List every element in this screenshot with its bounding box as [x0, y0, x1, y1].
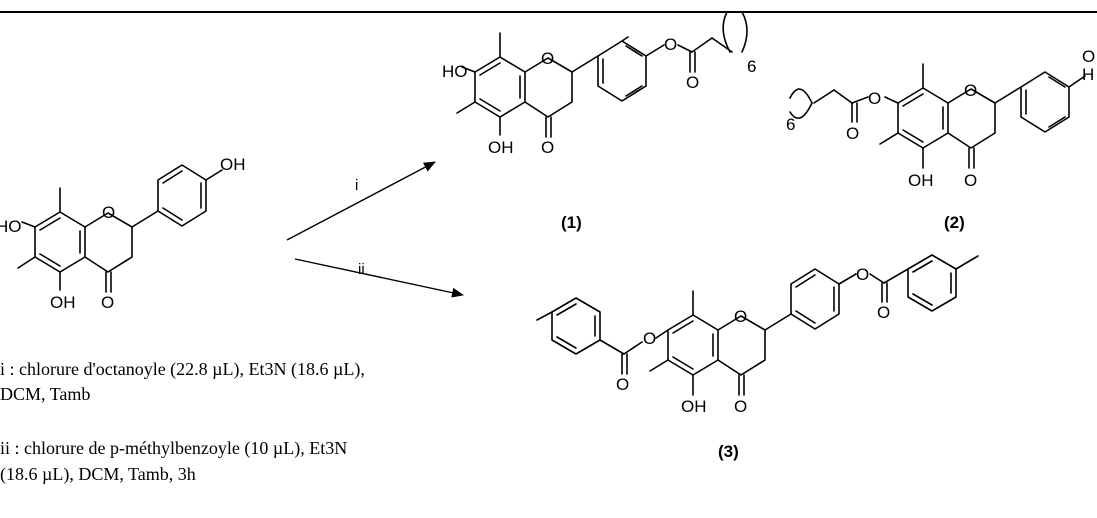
- conditions-ii-line2: (18.6 µL), DCM, Tamb, 3h: [0, 464, 196, 485]
- c1-chain-repeat-label: 6: [747, 57, 756, 76]
- c2-ring-o-label: O: [964, 81, 977, 100]
- starting-material-structure: [17, 164, 223, 293]
- c2-oh-label: OH: [908, 171, 934, 190]
- c1-ring-o-label: O: [541, 49, 554, 68]
- sm-carbonyl-o-label: O: [101, 293, 114, 312]
- c2-chain-repeat-label: 6: [786, 115, 795, 134]
- c1-ho-label: HO: [442, 62, 468, 81]
- c2-ester-carbonyl-o-label: O: [846, 124, 859, 143]
- arrow-ii-label: ii: [358, 261, 365, 278]
- c2-phenol-o-label: O: [1082, 47, 1095, 66]
- sm-oh-phenol-label: OH: [220, 155, 246, 174]
- sm-oh-bottom-label: OH: [50, 293, 76, 312]
- conditions-i-line2: DCM, Tamb: [0, 384, 90, 404]
- c3-carbonyl-o-label: O: [734, 397, 747, 416]
- compound-2-label: (2): [944, 213, 965, 232]
- compound-2-structure: [789, 63, 1086, 169]
- c3-left-carbonyl-o-label: O: [616, 375, 629, 394]
- compound-1-label: (1): [561, 213, 582, 232]
- c2-phenol-h-label: H: [1082, 65, 1094, 84]
- c1-carbonyl-o-label: O: [541, 138, 554, 157]
- c1-ester-carbonyl-o-label: O: [686, 73, 699, 92]
- sm-ho-label: HO: [0, 217, 22, 236]
- arrow-ii: [294, 258, 464, 298]
- c3-left-ester-o-label: O: [643, 329, 656, 348]
- c3-oh-label: OH: [681, 397, 707, 416]
- c1-oh-label: OH: [488, 138, 514, 157]
- arrow-i-label: i: [355, 177, 358, 194]
- compound-3-structure: [536, 254, 979, 396]
- c2-carbonyl-o-label: O: [964, 171, 977, 190]
- c2-ester-o-label: O: [868, 89, 881, 108]
- c3-ring-o-label: O: [734, 307, 747, 326]
- c3-right-ester-o-label: O: [856, 265, 869, 284]
- c3-right-carbonyl-o-label: O: [877, 303, 890, 322]
- arrow-i: [286, 161, 436, 241]
- sm-ring-o-label: O: [102, 203, 115, 222]
- compound-3-label: (3): [718, 442, 739, 461]
- conditions-ii-line1: ii : chlorure de p-méthylbenzoyle (10 µL…: [0, 438, 347, 459]
- conditions-i-line1: i : chlorure d'octanoyle (22.8 µL), Et3N…: [0, 359, 365, 380]
- compound-1-structure: [456, 11, 748, 138]
- c1-ester-o-label: O: [664, 35, 677, 54]
